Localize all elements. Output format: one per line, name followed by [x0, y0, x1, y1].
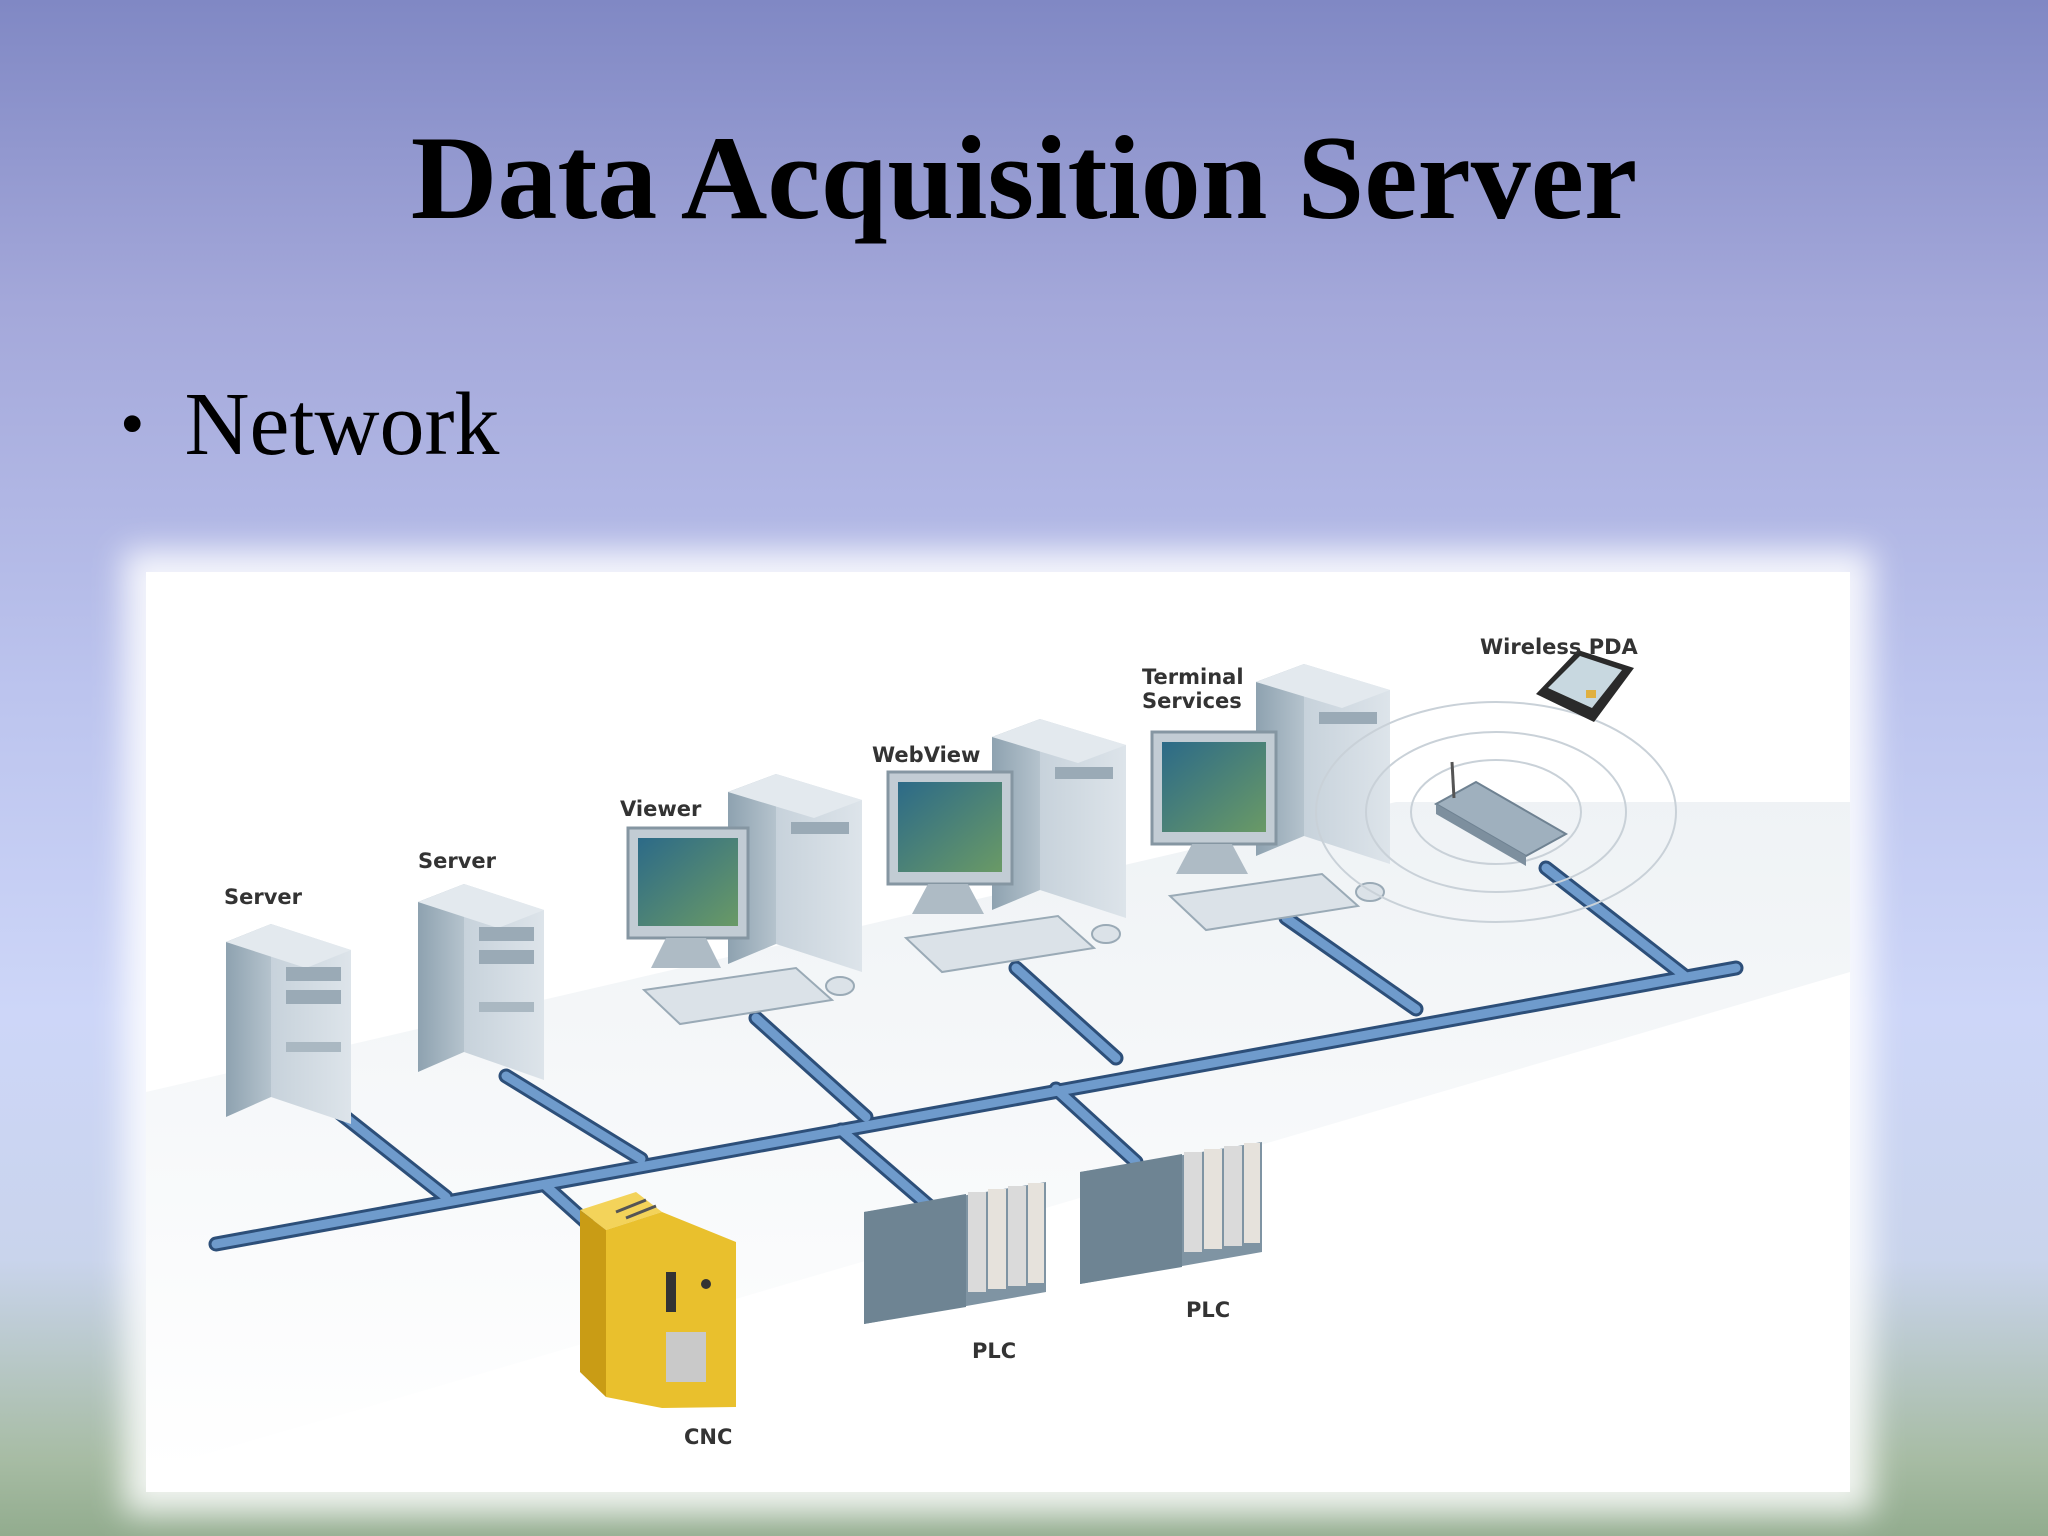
network-diagram-panel: Server Server Viewer: [146, 572, 1850, 1492]
viewer-workstation-icon: [626, 774, 862, 1026]
label-terminal-services-line1: Terminal: [1142, 665, 1244, 689]
network-cables: [208, 860, 1744, 1252]
webview-workstation-icon: [886, 719, 1126, 974]
slide-title: Data Acquisition Server: [410, 111, 1638, 244]
label-terminal-services-line2: Services: [1142, 689, 1242, 713]
server-tower-icon: [418, 884, 544, 1080]
wireless-pda-icon: [1536, 650, 1634, 722]
label-viewer: Viewer: [620, 797, 702, 821]
terminal-services-workstation-icon: [1150, 664, 1390, 932]
wireless-access-point-icon: [1315, 701, 1677, 923]
label-plc-2: PLC: [1186, 1298, 1230, 1322]
bullet-icon: •: [120, 386, 145, 463]
plc-rack-icon: [864, 1182, 1046, 1324]
label-wireless-pda: Wireless PDA: [1480, 635, 1639, 659]
label-plc-1: PLC: [972, 1339, 1016, 1363]
bullet-item: • Network: [120, 380, 499, 470]
cnc-machine-icon: [580, 1192, 736, 1408]
server-tower-icon: [226, 924, 351, 1124]
label-server-2: Server: [418, 849, 497, 873]
plc-rack-icon: [1080, 1142, 1262, 1284]
bullet-text: Network: [184, 375, 500, 474]
network-diagram: Server Server Viewer: [146, 635, 1850, 1472]
label-server-1: Server: [224, 885, 303, 909]
label-cnc: CNC: [684, 1425, 732, 1449]
label-webview: WebView: [872, 743, 980, 767]
floor-shadow: [146, 802, 1850, 1472]
